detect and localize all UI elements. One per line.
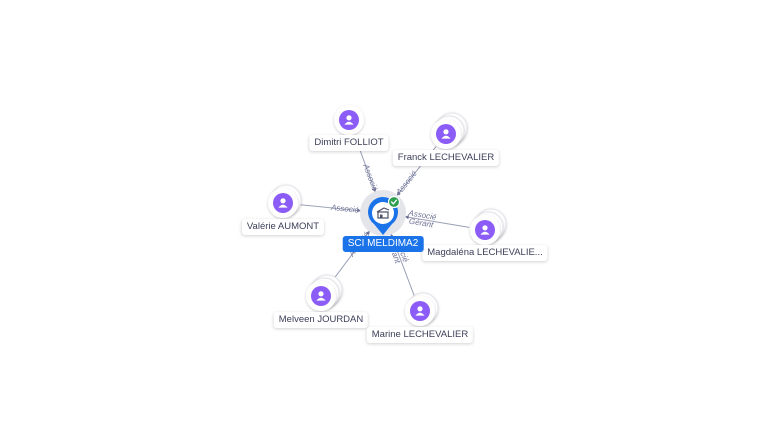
nodes-layer (268, 105, 507, 326)
person-icon (278, 198, 288, 208)
edge-valerie: Associé (298, 203, 362, 215)
person-name-label[interactable]: Valérie AUMONT (241, 219, 325, 235)
edge-role-label: Associé (330, 203, 360, 215)
edge-line (404, 216, 470, 228)
edge-arrow (365, 230, 370, 236)
edge-role-label: Associé (394, 169, 419, 198)
person-name-label[interactable]: Dimitri FOLLIOT (309, 135, 389, 151)
person-icon (415, 306, 425, 316)
person-name-label[interactable]: Magdaléna LECHEVALIE... (422, 245, 548, 261)
person-node-melveen[interactable] (306, 274, 343, 311)
person-name-label[interactable]: Melveen JOURDAN (273, 312, 369, 328)
edge-arrow (356, 208, 362, 213)
edge-role-label: Associé (361, 162, 380, 193)
edge-arrow (372, 187, 376, 193)
check-icon (387, 195, 401, 209)
person-icon (441, 129, 451, 139)
person-icon (316, 291, 326, 301)
person-node-dimitri[interactable] (334, 105, 364, 135)
person-node-franck[interactable] (431, 112, 468, 149)
person-node-valerie[interactable] (268, 184, 302, 218)
edge-line (298, 204, 362, 212)
person-node-marine[interactable] (405, 292, 439, 326)
edge-arrow (396, 191, 401, 196)
person-name-label[interactable]: Marine LECHEVALIER (366, 327, 474, 343)
company-node[interactable] (360, 190, 406, 236)
person-node-magdalena[interactable] (470, 208, 507, 245)
edge-arrow (404, 215, 409, 220)
person-icon (344, 115, 354, 125)
company-name-label[interactable]: SCI MELDIMA2 (342, 236, 424, 252)
building-icon (376, 207, 390, 219)
edge-role-label: Gérant (408, 217, 434, 230)
person-name-label[interactable]: Franck LECHEVALIER (392, 150, 500, 166)
person-icon (480, 225, 490, 235)
